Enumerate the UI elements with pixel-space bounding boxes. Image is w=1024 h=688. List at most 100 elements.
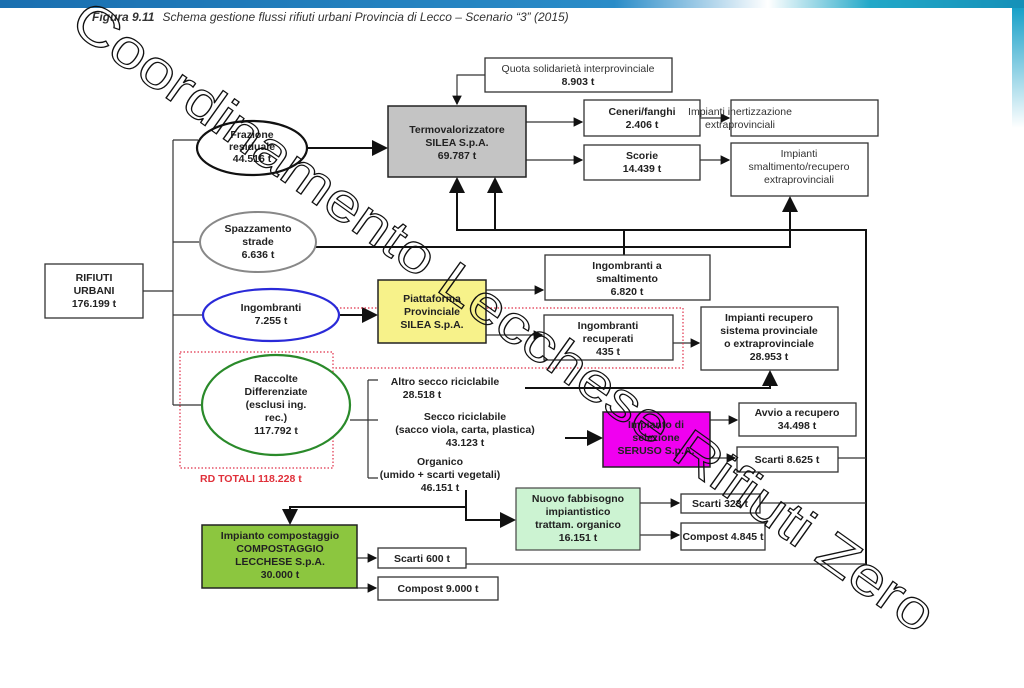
node-nuovo-fabbisogno: Nuovo fabbisogno impiantistico trattam. … bbox=[515, 487, 641, 551]
svg-text:(esclusi ing.: (esclusi ing. bbox=[246, 399, 307, 411]
svg-text:Piattaforma: Piattaforma bbox=[403, 293, 461, 305]
svg-text:Impianto compostaggio: Impianto compostaggio bbox=[221, 530, 339, 542]
svg-text:trattam. organico: trattam. organico bbox=[535, 519, 621, 531]
svg-text:impiantistico: impiantistico bbox=[546, 506, 611, 518]
node-impianti-smaltimento: Impianti smaltimento/recupero extraprovi… bbox=[730, 142, 869, 197]
svg-text:Frazione: Frazione bbox=[230, 129, 273, 141]
svg-text:14.439 t: 14.439 t bbox=[623, 163, 662, 175]
svg-text:Ingombranti: Ingombranti bbox=[241, 302, 302, 314]
svg-text:(umido + scarti vegetali): (umido + scarti vegetali) bbox=[380, 469, 501, 481]
node-rifiuti-urbani: RIFIUTI URBANI 176.199 t bbox=[44, 263, 144, 319]
node-seruso: Impianto di selezione SERUSO S.p.A. bbox=[602, 411, 711, 468]
svg-text:Impianti: Impianti bbox=[781, 148, 818, 160]
svg-text:extraprovinciali: extraprovinciali bbox=[705, 119, 775, 131]
node-compost-4845: Compost 4.845 t bbox=[680, 522, 766, 551]
svg-text:Raccolte: Raccolte bbox=[254, 373, 298, 385]
svg-text:Compost 9.000 t: Compost 9.000 t bbox=[397, 583, 479, 595]
svg-text:Nuovo fabbisogno: Nuovo fabbisogno bbox=[532, 493, 624, 505]
svg-text:RIFIUTI: RIFIUTI bbox=[76, 272, 113, 284]
svg-text:LECCHESE S.p.A.: LECCHESE S.p.A. bbox=[235, 556, 325, 568]
svg-text:34.498 t: 34.498 t bbox=[778, 420, 817, 432]
svg-text:Termovalorizzatore: Termovalorizzatore bbox=[409, 124, 505, 136]
svg-text:extraprovinciali: extraprovinciali bbox=[764, 174, 834, 186]
node-spazzamento-strade: Spazzamento strade 6.636 t bbox=[199, 211, 317, 273]
svg-text:6.636 t: 6.636 t bbox=[242, 249, 275, 261]
flow-organico: Organico (umido + scarti vegetali) 46.15… bbox=[380, 456, 501, 494]
svg-text:residuale: residuale bbox=[229, 141, 275, 153]
svg-text:SILEA S.p.A.: SILEA S.p.A. bbox=[425, 137, 488, 149]
node-avvio-recupero: Avvio a recupero 34.498 t bbox=[738, 402, 857, 437]
node-scorie: Scorie 14.439 t bbox=[583, 144, 701, 181]
svg-text:Ingombranti a: Ingombranti a bbox=[592, 260, 662, 272]
svg-text:28.953 t: 28.953 t bbox=[750, 351, 789, 363]
svg-text:Impianti inertizzazione: Impianti inertizzazione bbox=[688, 106, 792, 118]
svg-text:Impianto di: Impianto di bbox=[628, 419, 684, 431]
svg-text:Scarti 8.625 t: Scarti 8.625 t bbox=[755, 454, 820, 466]
svg-text:Organico: Organico bbox=[417, 456, 463, 468]
svg-text:28.518 t: 28.518 t bbox=[403, 389, 442, 401]
svg-text:43.123 t: 43.123 t bbox=[446, 437, 485, 449]
svg-text:30.000 t: 30.000 t bbox=[261, 569, 300, 581]
svg-text:SILEA S.p.A.: SILEA S.p.A. bbox=[400, 319, 463, 331]
svg-text:sistema provinciale: sistema provinciale bbox=[720, 325, 818, 337]
node-raccolte-differenziate: Raccolte Differenziate (esclusi ing. rec… bbox=[200, 353, 352, 457]
node-compostaggio: Impianto compostaggio COMPOSTAGGIO LECCH… bbox=[201, 524, 358, 589]
node-ingombranti-smaltimento: Ingombranti a smaltimento 6.820 t bbox=[544, 254, 711, 301]
svg-text:o extraprovinciale: o extraprovinciale bbox=[724, 338, 814, 350]
svg-text:Impianti recupero: Impianti recupero bbox=[725, 312, 813, 324]
node-quota-solidarieta: Quota solidarietà interprovinciale 8.903… bbox=[484, 57, 673, 93]
svg-text:selezione: selezione bbox=[632, 432, 679, 444]
svg-text:Compost 4.845 t: Compost 4.845 t bbox=[682, 531, 764, 543]
svg-text:Scorie: Scorie bbox=[626, 150, 658, 162]
svg-text:Scarti 600 t: Scarti 600 t bbox=[394, 553, 451, 565]
svg-text:Spazzamento: Spazzamento bbox=[224, 223, 291, 235]
svg-text:URBANI: URBANI bbox=[74, 285, 115, 297]
svg-text:6.820 t: 6.820 t bbox=[611, 286, 644, 298]
svg-text:Differenziate: Differenziate bbox=[244, 386, 307, 398]
node-ingombranti: Ingombranti 7.255 t bbox=[201, 287, 341, 343]
node-impianti-inertizzazione: Impianti inertizzazione extraprovinciali bbox=[688, 99, 879, 137]
rd-group-outline-2 bbox=[333, 307, 684, 369]
svg-text:COMPOSTAGGIO: COMPOSTAGGIO bbox=[236, 543, 323, 555]
flow-altro-secco: Altro secco riciclabile 28.518 t bbox=[391, 376, 500, 401]
node-scarti-323: Scarti 323 t bbox=[680, 493, 761, 514]
svg-text:435 t: 435 t bbox=[596, 346, 620, 358]
svg-text:Secco riciclabile: Secco riciclabile bbox=[424, 411, 506, 423]
svg-text:Altro secco riciclabile: Altro secco riciclabile bbox=[391, 376, 500, 388]
svg-text:176.199 t: 176.199 t bbox=[72, 298, 117, 310]
svg-text:117.792 t: 117.792 t bbox=[254, 425, 298, 437]
svg-text:Quota solidarietà interprovinc: Quota solidarietà interprovinciale bbox=[502, 63, 655, 75]
node-compost-9000: Compost 9.000 t bbox=[377, 576, 499, 601]
node-impianti-recupero: Impianti recupero sistema provinciale o … bbox=[700, 306, 839, 371]
node-scarti-600: Scarti 600 t bbox=[377, 547, 467, 569]
node-piattaforma: Piattaforma Provinciale SILEA S.p.A. bbox=[377, 279, 487, 344]
svg-text:69.787 t: 69.787 t bbox=[438, 150, 477, 162]
svg-text:8.903 t: 8.903 t bbox=[562, 76, 595, 88]
svg-text:rec.): rec.) bbox=[265, 412, 287, 424]
banner-edge bbox=[1012, 8, 1024, 128]
svg-text:16.151 t: 16.151 t bbox=[559, 532, 598, 544]
svg-text:smaltimento: smaltimento bbox=[596, 273, 658, 285]
rd-group-outline bbox=[179, 351, 334, 469]
node-termovalorizzatore: Termovalorizzatore SILEA S.p.A. 69.787 t bbox=[387, 105, 527, 178]
svg-text:Provinciale: Provinciale bbox=[404, 306, 460, 318]
node-ingombranti-recuperati: Ingombranti recuperati 435 t bbox=[543, 314, 674, 361]
svg-text:Scarti 323 t: Scarti 323 t bbox=[692, 498, 749, 510]
header-banner bbox=[0, 0, 1024, 8]
svg-text:recuperati: recuperati bbox=[583, 333, 634, 345]
svg-text:Ceneri/fanghi: Ceneri/fanghi bbox=[608, 106, 675, 118]
svg-text:2.406 t: 2.406 t bbox=[626, 119, 659, 131]
svg-text:strade: strade bbox=[242, 236, 274, 248]
svg-text:7.255 t: 7.255 t bbox=[255, 315, 288, 327]
rd-totali-label: RD TOTALI 118.228 t bbox=[200, 473, 302, 485]
node-ceneri-fanghi: Ceneri/fanghi 2.406 t bbox=[583, 99, 701, 137]
connectors bbox=[143, 74, 867, 593]
svg-text:46.151 t: 46.151 t bbox=[421, 482, 460, 494]
node-frazione-residuale: Frazione residuale 44.516 t bbox=[195, 119, 309, 177]
svg-text:SERUSO S.p.A.: SERUSO S.p.A. bbox=[617, 445, 694, 457]
flow-secco-riciclabile: Secco riciclabile (sacco viola, carta, p… bbox=[395, 411, 534, 449]
node-scarti-seruso: Scarti 8.625 t bbox=[736, 446, 839, 473]
svg-text:(sacco viola, carta, plastica): (sacco viola, carta, plastica) bbox=[395, 424, 534, 436]
